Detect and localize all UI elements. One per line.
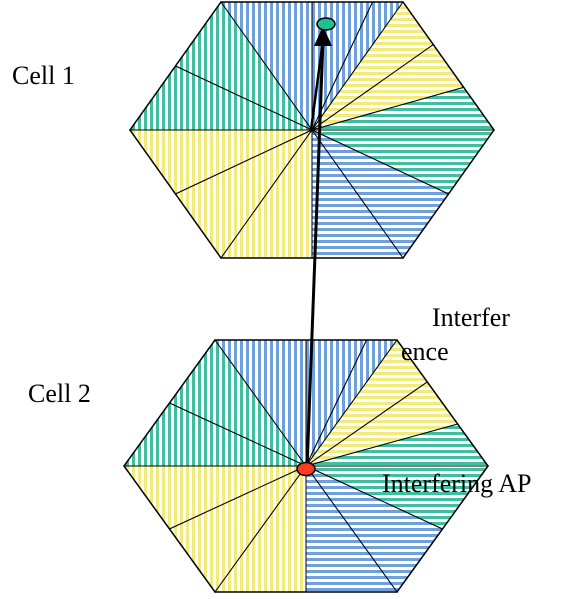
cell-1-label: Cell 1 — [12, 61, 75, 90]
cell-2-label: Cell 2 — [28, 379, 91, 408]
user-terminal-marker — [317, 18, 335, 30]
interfering-ap-marker — [297, 463, 315, 476]
interference-label-line1: Interfer — [432, 303, 510, 332]
interference-label-line2: ence — [401, 337, 449, 366]
interfering-ap-label: Interfering AP — [382, 469, 531, 498]
